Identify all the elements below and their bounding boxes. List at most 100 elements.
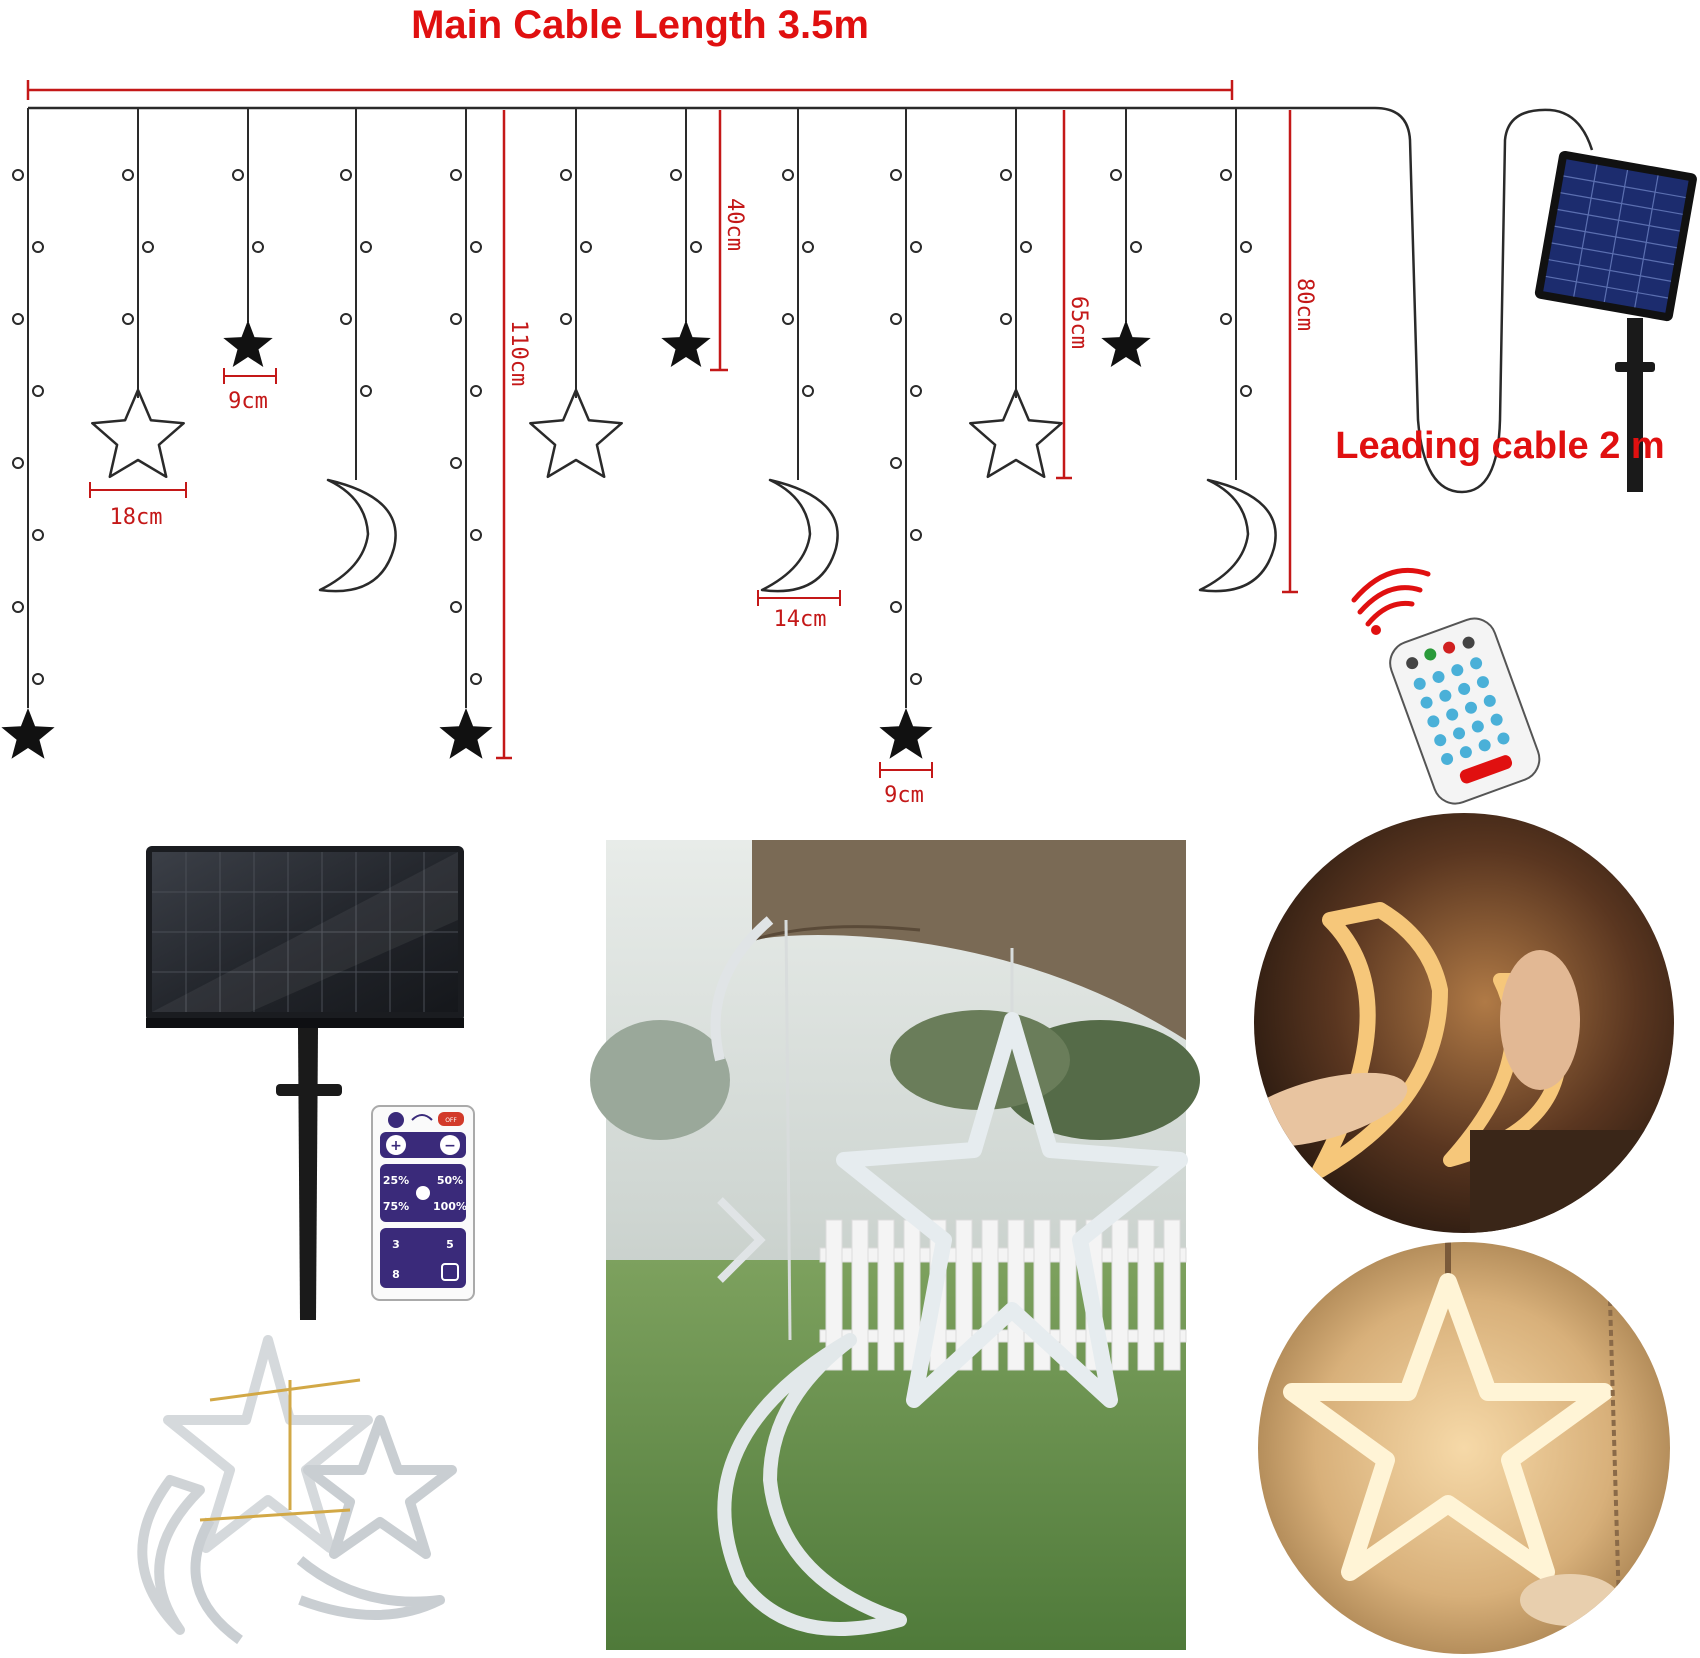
led-bead — [12, 457, 24, 469]
led-bead — [1130, 241, 1142, 253]
led-bead — [910, 385, 922, 397]
remote-off-label: OFF — [445, 1117, 457, 1124]
dim-65-label: 65cm — [1066, 296, 1091, 349]
led-bead — [122, 169, 134, 181]
star-icon — [879, 708, 933, 759]
led-bead — [802, 385, 814, 397]
star-icon — [661, 320, 711, 367]
remote-timer-3: 3 — [392, 1238, 400, 1251]
remote-control-icon — [1389, 617, 1541, 805]
led-bead — [1220, 169, 1232, 181]
led-bead — [890, 601, 902, 613]
solar-panel-icon — [1534, 150, 1697, 492]
led-bead — [340, 313, 352, 325]
wireless-signal-icon — [1351, 567, 1431, 635]
star-icon — [529, 388, 623, 479]
product-remote-photo: OFF + − 25% 50% 75% 100% 3 5 8 — [371, 1105, 475, 1301]
star-light-warm — [1283, 1273, 1613, 1581]
led-bead — [12, 169, 24, 181]
led-bead — [890, 169, 902, 181]
led-bead — [890, 457, 902, 469]
led-bead — [782, 169, 794, 181]
dim-small-star-label: 9cm — [228, 389, 268, 414]
remote-timer-5: 5 — [446, 1238, 454, 1251]
dimension-annotations: 9cm 18cm 14cm 9cm 110cm 40cm 65cm 80cm — [89, 110, 1317, 808]
main-cable-wire — [28, 106, 1594, 494]
remote-brightness-50: 50% — [437, 1174, 463, 1187]
moon-light-warm — [1312, 902, 1448, 1178]
remote-minus-icon: − — [444, 1138, 456, 1154]
led-bead — [1020, 241, 1032, 253]
led-bead — [450, 457, 462, 469]
star-icon — [439, 708, 493, 759]
remote-brightness-75: 75% — [383, 1200, 409, 1213]
led-bead — [1220, 313, 1232, 325]
timer-clock-icon — [441, 1263, 459, 1281]
warm-moon-photo — [1254, 813, 1674, 1233]
led-bead — [670, 169, 682, 181]
light-strands — [1, 108, 1277, 759]
crescent-moon-icon — [318, 478, 397, 593]
led-bead — [450, 169, 462, 181]
dim-80-label: 80cm — [1292, 278, 1317, 331]
led-bead — [32, 385, 44, 397]
moon-light — [717, 1333, 907, 1636]
led-bead — [252, 241, 264, 253]
led-bead — [910, 529, 922, 541]
star-icon — [1101, 320, 1151, 367]
crescent-moon-icon — [1198, 478, 1277, 593]
product-lights-bundle-photo — [137, 1335, 457, 1645]
dim-110-label: 110cm — [506, 320, 531, 386]
led-bead — [450, 313, 462, 325]
remote-brightness-100: 100% — [433, 1200, 467, 1213]
led-bead — [782, 313, 794, 325]
led-bead — [12, 313, 24, 325]
remote-timer-8: 8 — [392, 1268, 400, 1281]
led-bead — [122, 313, 134, 325]
led-bead — [470, 529, 482, 541]
led-bead — [470, 385, 482, 397]
led-bead — [360, 241, 372, 253]
led-bead — [32, 529, 44, 541]
star-icon — [969, 388, 1063, 479]
led-bead — [802, 241, 814, 253]
led-bead — [890, 313, 902, 325]
product-solar-panel-photo — [146, 846, 464, 1320]
dim-40-label: 40cm — [722, 198, 747, 251]
dim-small-star-bottom-label: 9cm — [884, 783, 924, 808]
main-cable-title: Main Cable Length 3.5m — [411, 3, 869, 47]
led-bead — [142, 241, 154, 253]
led-bead — [340, 169, 352, 181]
dim-moon-label: 14cm — [774, 607, 827, 632]
dim-large-star-label: 18cm — [110, 505, 163, 530]
led-bead — [690, 241, 702, 253]
brightness-icon — [416, 1186, 430, 1200]
led-bead — [12, 601, 24, 613]
star-icon — [223, 320, 273, 367]
led-bead — [232, 169, 244, 181]
star-icon — [91, 388, 185, 479]
remote-plus-icon: + — [390, 1138, 402, 1154]
star-icon — [1, 708, 55, 759]
led-bead — [470, 673, 482, 685]
outdoor-photo — [590, 840, 1200, 1650]
led-bead — [450, 601, 462, 613]
remote-brightness-25: 25% — [383, 1174, 409, 1187]
led-bead — [580, 241, 592, 253]
led-bead — [360, 385, 372, 397]
led-bead — [1110, 169, 1122, 181]
led-bead — [1240, 241, 1252, 253]
main-cable-dimension — [26, 80, 1234, 100]
star-light — [836, 1012, 1188, 1408]
led-bead — [560, 169, 572, 181]
crescent-moon-icon — [760, 478, 839, 593]
led-bead — [910, 241, 922, 253]
led-bead — [32, 241, 44, 253]
led-bead — [1000, 313, 1012, 325]
led-bead — [32, 673, 44, 685]
led-bead — [1240, 385, 1252, 397]
led-bead — [470, 241, 482, 253]
leading-cable-label: Leading cable 2 m — [1335, 425, 1664, 467]
warm-star-photo — [1258, 1242, 1670, 1654]
